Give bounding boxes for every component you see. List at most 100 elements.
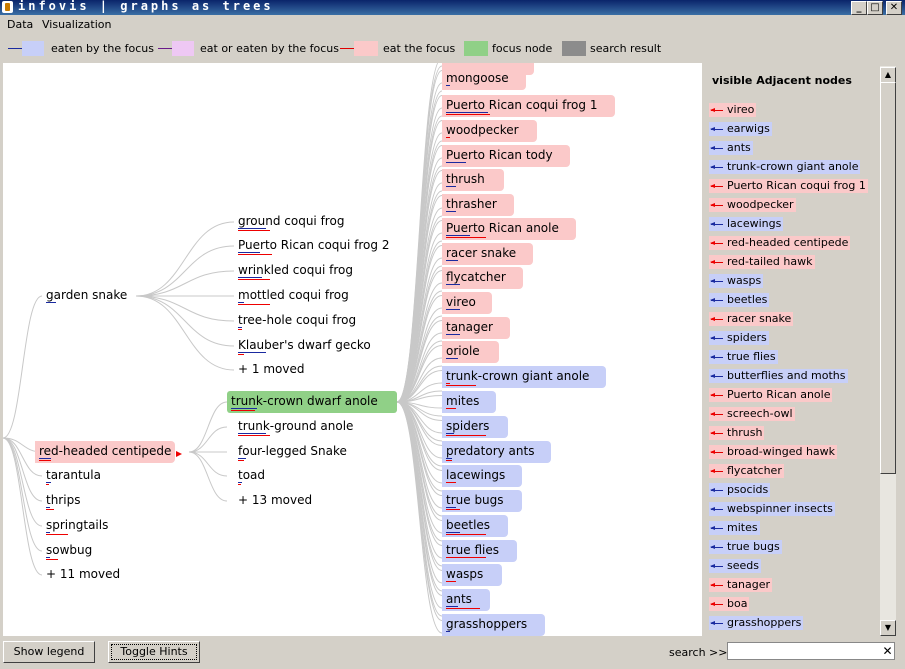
node-oriole[interactable]: oriole (442, 341, 499, 363)
node-ants[interactable]: ants (442, 589, 490, 611)
node-label: Puerto Rican anole (446, 221, 559, 235)
tree-edge (135, 270, 235, 297)
node-trunk-crown-giant-anole[interactable]: trunk-crown giant anole (442, 366, 606, 388)
adjacent-node-item[interactable]: true flies (709, 350, 778, 364)
node-vireo[interactable]: vireo (442, 292, 492, 314)
adjacent-node-item[interactable]: red-tailed hawk (709, 255, 815, 269)
node-puerto-rican-coqui-frog-2[interactable]: Puerto Rican coqui frog 2 (234, 235, 393, 257)
node-true-flies[interactable]: true flies (442, 540, 517, 562)
node-spiders[interactable]: spiders (442, 416, 508, 438)
adjacent-node-item[interactable]: broad-winged hawk (709, 445, 838, 459)
node-springtails[interactable]: springtails (42, 515, 112, 537)
toggle-hints-button[interactable]: Toggle Hints (108, 641, 200, 663)
maximize-button[interactable]: □ (867, 1, 883, 15)
adjacent-node-label: webspinner insects (727, 502, 833, 515)
adjacent-node-item[interactable]: wasps (709, 274, 764, 288)
node-mongoose[interactable]: mongoose (442, 68, 526, 90)
node-sowbug[interactable]: sowbug (42, 540, 96, 562)
adjacent-node-item[interactable]: webspinner insects (709, 502, 835, 516)
show-legend-button[interactable]: Show legend (3, 641, 95, 663)
node-wasps[interactable]: wasps (442, 564, 502, 586)
adjacent-node-item[interactable]: Puerto Rican anole (709, 388, 833, 402)
node-focus-trunk-crown-dwarf-anole[interactable]: trunk-crown dwarf anole (227, 391, 397, 413)
tree-edge (396, 240, 443, 403)
adjacent-node-item[interactable]: tanager (709, 578, 773, 592)
adjacent-node-item[interactable]: flycatcher (709, 464, 784, 478)
node-label: spiders (446, 419, 490, 433)
tree-edge (188, 401, 228, 453)
node-thrips[interactable]: thrips (42, 490, 84, 512)
adjacent-node-item[interactable]: psocids (709, 483, 771, 497)
adjacent-node-item[interactable]: woodpecker (709, 198, 796, 212)
red-arrow-icon (710, 184, 723, 188)
adjacent-node-item[interactable]: mites (709, 521, 760, 535)
graph-canvas[interactable]: garden snake red-headed centipede tarant… (3, 63, 702, 636)
node-moved-11[interactable]: + 11 moved (42, 564, 124, 586)
scroll-thumb[interactable] (880, 82, 896, 474)
node-puerto-rican-coqui-frog-1[interactable]: Puerto Rican coqui frog 1 (442, 95, 615, 117)
node-tree-hole-coqui-frog[interactable]: tree-hole coqui frog (234, 310, 360, 332)
adjacent-node-item[interactable]: butterflies and moths (709, 369, 848, 383)
node-label: + 11 moved (46, 567, 121, 581)
node-woodpecker[interactable]: woodpecker (442, 120, 537, 142)
node-label: oriole (446, 344, 480, 358)
node-moved-13[interactable]: + 13 moved (234, 490, 316, 512)
menu-visualization[interactable]: Visualization (42, 18, 112, 31)
node-ground-coqui-frog[interactable]: ground coqui frog (234, 211, 348, 233)
adjacent-node-item[interactable]: vireo (709, 103, 757, 117)
node-label: thrasher (446, 197, 497, 211)
node-red-headed-centipede[interactable]: red-headed centipede (35, 441, 183, 463)
clear-search-icon[interactable]: ✕ (882, 644, 893, 658)
node-tanager[interactable]: tanager (442, 317, 510, 339)
bottom-bar: Show legend Toggle Hints search >> ✕ (0, 636, 905, 669)
adjacent-node-item[interactable]: earwigs (709, 122, 772, 136)
adjacent-node-item[interactable]: thrush (709, 426, 765, 440)
adjacent-node-item[interactable]: trunk-crown giant anole (709, 160, 861, 174)
adjacent-node-item[interactable]: lacewings (709, 217, 784, 231)
adjacent-node-item[interactable]: spiders (709, 331, 769, 345)
minimize-button[interactable]: _ (851, 1, 867, 15)
node-label: flycatcher (446, 270, 506, 284)
scroll-down-icon[interactable]: ▼ (880, 620, 896, 636)
adjacent-node-item[interactable]: boa (709, 597, 750, 611)
legend-bar: eaten by the focus eat or eaten by the f… (0, 36, 905, 62)
adjacent-node-item[interactable]: screech-owl (709, 407, 795, 421)
node-true-bugs[interactable]: true bugs (442, 490, 522, 512)
adjacent-node-item[interactable]: ants (709, 141, 753, 155)
node-predatory-ants[interactable]: predatory ants (442, 441, 551, 463)
menu-data[interactable]: Data (7, 18, 34, 31)
node-beetles[interactable]: beetles (442, 515, 508, 537)
adjacent-node-item[interactable]: grasshoppers (709, 616, 804, 630)
node-toad[interactable]: toad (234, 465, 269, 487)
scroll-up-icon[interactable]: ▲ (880, 67, 896, 83)
side-scrollbar[interactable]: ▲ ▼ (880, 66, 896, 636)
node-mottled-coqui-frog[interactable]: mottled coqui frog (234, 285, 353, 307)
adjacent-node-item[interactable]: seeds (709, 559, 761, 573)
node-racer-snake[interactable]: racer snake (442, 243, 533, 265)
adjacent-node-item[interactable]: red-headed centipede (709, 236, 851, 250)
node-garden-snake[interactable]: garden snake (42, 285, 131, 307)
node-trunk-ground-anole[interactable]: trunk-ground anole (234, 416, 357, 438)
close-button[interactable]: ✕ (886, 1, 902, 15)
node-klaubers-dwarf-gecko[interactable]: Klauber's dwarf gecko (234, 335, 375, 357)
node-grasshoppers[interactable]: grasshoppers (442, 614, 545, 636)
node-tarantula[interactable]: tarantula (42, 465, 105, 487)
tree-edge (396, 290, 443, 403)
node-label: wasps (446, 567, 484, 581)
node-thrasher[interactable]: thrasher (442, 194, 514, 216)
adjacent-node-item[interactable]: beetles (709, 293, 770, 307)
search-input[interactable] (727, 642, 895, 660)
adjacent-node-item[interactable]: true bugs (709, 540, 782, 554)
node-mites[interactable]: mites (442, 391, 496, 413)
node-puerto-rican-tody[interactable]: Puerto Rican tody (442, 145, 570, 167)
blue-arrow-icon (710, 146, 723, 150)
node-puerto-rican-anole[interactable]: Puerto Rican anole (442, 218, 576, 240)
adjacent-node-item[interactable]: Puerto Rican coqui frog 1 (709, 179, 868, 193)
node-wrinkled-coqui-frog[interactable]: wrinkled coqui frog (234, 260, 357, 282)
node-flycatcher[interactable]: flycatcher (442, 267, 523, 289)
node-lacewings[interactable]: lacewings (442, 465, 522, 487)
node-moved-1[interactable]: + 1 moved (234, 359, 308, 381)
node-four-legged-snake[interactable]: four-legged Snake (234, 441, 351, 463)
node-thrush[interactable]: thrush (442, 169, 504, 191)
adjacent-node-item[interactable]: racer snake (709, 312, 794, 326)
